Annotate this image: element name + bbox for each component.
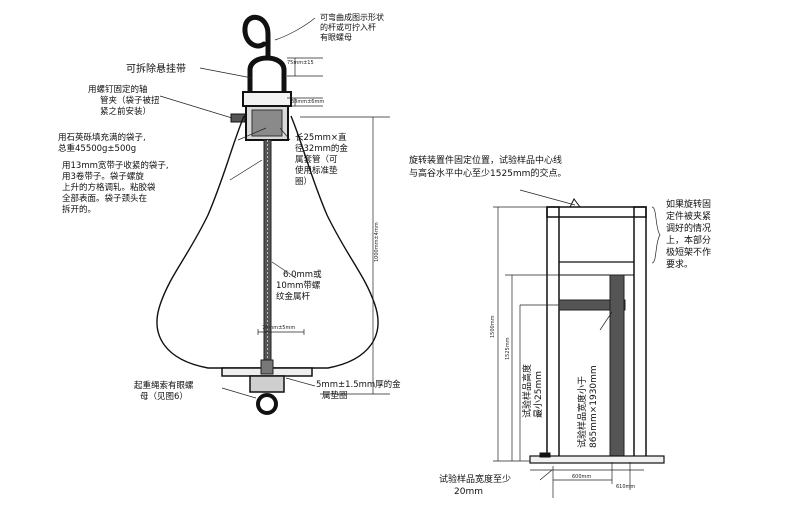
tie-label: 用13mm宽带子收紧的袋子, 用3卷带子。袋子螺旋 上升的方格调轧。粘胶袋 全部… [62,160,171,215]
bolt-collar-label: 用螺钉固定的轴 管夹（袋子被扭 紧之前安装） [88,84,162,117]
dim-strap-gap: 38mm±6mm [291,99,324,105]
svg-text:最小25mm: 最小25mm [533,371,544,418]
left-leaders [159,67,316,399]
svg-text:865mm×1930mm: 865mm×1930mm [589,365,599,448]
sample-width-label: 试验样品宽度至少 20mm [439,473,514,497]
rotating-fixture [569,198,581,208]
frame-note: 如果旋转固 定件被夹紧 调好的情况 上，本部分 极短架不作 要求。 [666,198,714,270]
left-labels: 可弯曲成图示形状 的杆或可拧入杆 有眼螺母 可拆除悬挂带 用螺钉固定的轴 管夹（… [58,12,403,402]
removable-strap [247,55,287,92]
eye-nut [256,393,278,415]
frame-left-post [546,206,560,462]
test-frame-drawing [529,198,665,464]
right-dimension-texts: 1500mm 1525mm 600mm 610mm [490,315,635,490]
bottom-nut [249,375,285,393]
rod-label: 6.0mm或 10mm带螺 纹金属杆 [276,269,324,302]
gravel-bag-label: 用石英砾填充满的袋子, 总重45500g±500g [58,132,148,154]
eyenut-label: 起重绳索有眼螺 母（见图6） [134,380,196,402]
frame-top-beam [546,206,647,218]
pipe-clamp [242,91,292,107]
dim-frame-height: 1500mm [490,315,496,338]
hook-note: 可弯曲成图示形状 的杆或可拧入杆 有眼螺母 [320,12,387,42]
dim-lower-width: 600mm [572,474,591,480]
dim-overall-height: 1000mm±4mm [374,222,380,262]
dim-center-height: 1525mm [505,337,511,360]
hook [242,15,271,61]
sample-size-label: 试验样品宽度小于 865mm×1930mm [576,365,599,448]
frame-right-post [633,206,647,462]
removable-strap-label: 可拆除悬挂带 [126,62,186,75]
dim-floor-width: 610mm [616,484,635,490]
right-dimension-lines [493,189,661,498]
dim-hook-width: 75mm±15 [287,60,314,66]
left-dimension-texts: 75mm±15 38mm±6mm 1000mm±4mm 76mm±5mm [262,60,380,331]
dim-bottom-width: 76mm±5mm [262,325,295,331]
vertical-bar [609,274,625,462]
washer-label: 5mm±1.5mm厚的金 属垫圈 [316,379,403,401]
tube-label: 长25mm×直 径32mm的金 属套管（可 使用标准垫 圈） [295,132,351,187]
left-dimension-lines [257,17,390,395]
position-note: 旋转装置件固定位置，试验样品中心线 与高谷水平中心至少1525mm的交点。 [409,154,566,179]
impact-bag-drawing [156,15,379,415]
right-labels: 旋转装置件固定位置，试验样品中心线 与高谷水平中心至少1525mm的交点。 如果… [409,154,714,497]
svg-text:试验样品宽度小于: 试验样品宽度小于 [576,376,588,448]
floor-base [529,455,665,464]
sample-height-label: 试验样品高度 最小25mm [521,364,544,418]
svg-text:试验样品高度: 试验样品高度 [521,364,533,418]
